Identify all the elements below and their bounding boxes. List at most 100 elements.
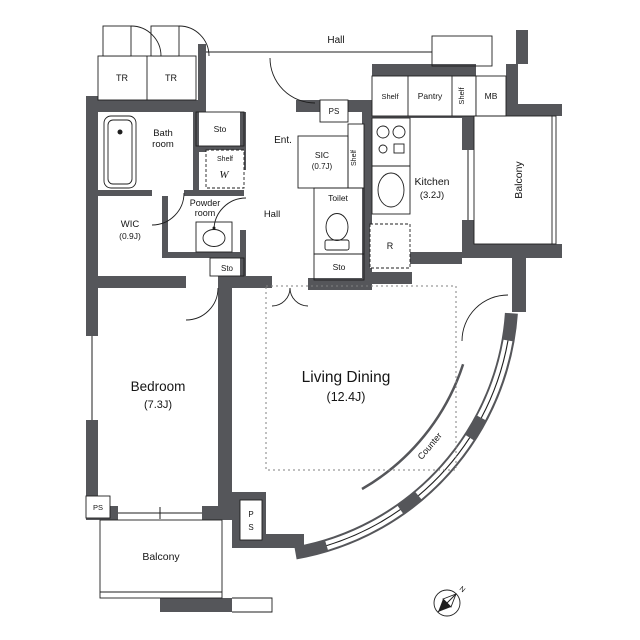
outline-boxes [85, 35, 557, 613]
label-trunk-room: TR [116, 73, 128, 83]
label-sic-size: (0.7J) [312, 162, 333, 171]
trunk-room-door-leaf [150, 25, 180, 57]
roof-notch [431, 35, 493, 67]
wall-segment [86, 100, 206, 112]
entry-door-swing-arc [269, 57, 316, 104]
wall-segment [362, 112, 372, 284]
label-storage: Sto [333, 262, 346, 272]
exterior-step [160, 598, 232, 612]
wall-segment [98, 190, 152, 196]
wall-segment [506, 64, 518, 116]
room-labels: Hall TR TR Bath room Sto Shelf W Powder … [93, 35, 525, 563]
doors [102, 25, 509, 342]
toilet-tank-icon [324, 239, 350, 251]
label-hall-top: Hall [327, 35, 344, 46]
wall-segment [516, 30, 528, 64]
door-swing-arc [178, 25, 210, 57]
label-wic-size: (0.9J) [119, 231, 141, 241]
refrigerator-area [369, 223, 411, 269]
bath-door-swing-arc [151, 192, 185, 226]
wall-segment [240, 112, 246, 170]
storage-box [209, 257, 245, 277]
label-kitchen-size: (3.2J) [420, 190, 444, 201]
stove-burner-icon [392, 125, 406, 139]
wall-segment [162, 196, 168, 258]
bathtub-icon [103, 115, 137, 189]
vanity-sink-icon [202, 229, 226, 247]
wall-segment [362, 272, 412, 284]
label-sic: SIC [315, 150, 329, 160]
label-toilet: Toilet [328, 193, 348, 203]
vanity-sink-icon [195, 221, 233, 253]
label-balcony-bottom: Balcony [142, 551, 180, 563]
washing-machine-area [205, 149, 245, 189]
stove-burner-icon [378, 144, 388, 154]
bathtub-drain-icon [117, 129, 123, 135]
compass-needle-south [438, 599, 451, 612]
label-trunk-room: TR [165, 73, 177, 83]
bedroom-door-swing-arc [185, 287, 219, 321]
label-shelf: Shelf [381, 92, 399, 101]
stove-burner-icon [376, 125, 390, 139]
wall-segment [98, 276, 186, 288]
label-pipe-space: PS [329, 107, 340, 116]
balcony-door-swing-arc [461, 294, 509, 342]
label-powder-room: Powder [190, 198, 221, 208]
pipe-space-left-box [85, 495, 111, 519]
door-swing-arc [130, 25, 162, 57]
wall-segment [198, 44, 206, 112]
powder-door-swing-arc [213, 197, 247, 231]
label-bedroom-size: (7.3J) [144, 399, 172, 411]
pipe-space-bottom-box [239, 499, 263, 541]
stove-panel-icon [393, 143, 405, 154]
label-living-dining: Living Dining [302, 369, 391, 386]
kitchen-sink-icon [377, 172, 405, 208]
windows [86, 150, 474, 520]
label-shelf: Shelf [351, 150, 358, 166]
compass-icon: N [433, 586, 466, 617]
wall-segment [258, 534, 304, 548]
label-pantry: Pantry [418, 91, 443, 101]
wall-segment [372, 64, 476, 76]
label-washer: W [219, 169, 229, 181]
label-hall-mid: Hall [264, 209, 280, 220]
storage-box [195, 111, 245, 147]
label-shelf: Shelf [217, 156, 233, 163]
wall-segment [232, 276, 272, 288]
balcony-right-box [473, 115, 557, 245]
toilet-icon [325, 213, 349, 241]
wall-segment [506, 104, 562, 116]
label-refrigerator: R [387, 241, 394, 251]
label-pipe-space: P [248, 510, 253, 519]
living-door-swing-arc [271, 287, 291, 307]
wall-segment [184, 190, 244, 196]
bathtub-icon [107, 119, 133, 185]
label-kitchen: Kitchen [414, 176, 449, 188]
label-bedroom: Bedroom [131, 379, 186, 394]
label-living-dining-size: (12.4J) [327, 390, 366, 404]
wall-segment [512, 258, 526, 312]
wall-segment [196, 146, 244, 152]
label-shelf: Shelf [457, 87, 466, 105]
storage-box [313, 253, 365, 281]
label-pipe-space: S [248, 523, 253, 532]
fixtures [103, 115, 411, 253]
curved-wall-band [294, 312, 518, 560]
curved-window-glass-icon [326, 340, 509, 547]
curved-wall [294, 312, 518, 560]
wall-segment [308, 278, 372, 290]
compass-n-label: N [458, 586, 466, 595]
label-powder-room: room [195, 208, 216, 218]
wall-segment [86, 96, 98, 520]
trunk-room-door-leaf [102, 25, 132, 57]
label-storage: Sto [221, 264, 234, 273]
wall-segment [165, 252, 244, 258]
label-bathroom: room [152, 139, 174, 150]
living-dining-dotted-outline [265, 285, 457, 471]
wall-segment [218, 276, 232, 506]
label-entrance: Ent. [274, 135, 292, 146]
compass-circle [433, 589, 461, 617]
wall-segment [462, 244, 562, 258]
label-counter: Counter [416, 431, 444, 462]
